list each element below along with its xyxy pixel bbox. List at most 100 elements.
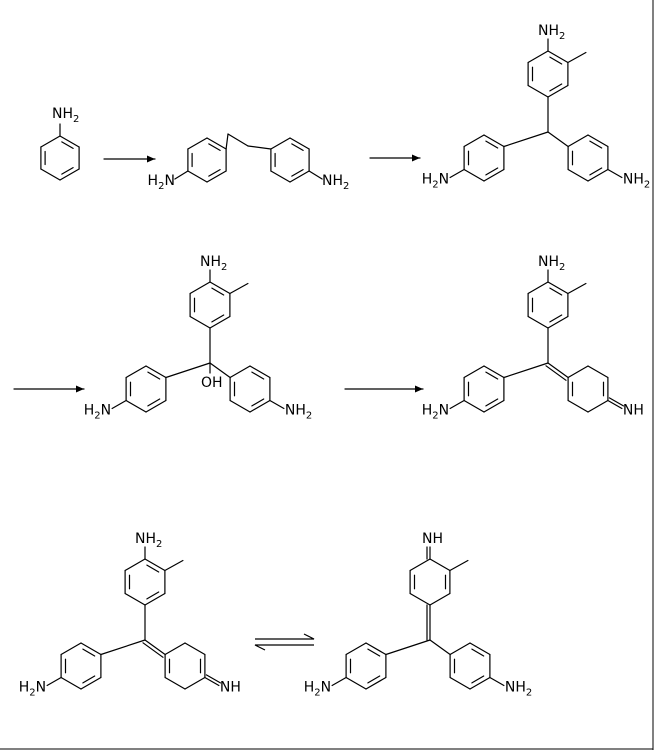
bond-line-111 bbox=[549, 287, 563, 296]
bond-line-81 bbox=[189, 281, 211, 295]
bond-line-31 bbox=[247, 145, 272, 150]
bond-line-24 bbox=[291, 169, 304, 177]
bond-line-132 bbox=[567, 399, 589, 413]
amino-label-right: NH2 bbox=[505, 680, 532, 699]
bond-line-21 bbox=[291, 143, 304, 151]
bond-line-184 bbox=[409, 592, 431, 606]
bond-line-150 bbox=[124, 592, 146, 606]
bond-line-115 bbox=[527, 315, 549, 329]
bond-line-32 bbox=[174, 170, 189, 180]
bond-line-19 bbox=[187, 137, 208, 150]
bond-line-71 bbox=[165, 362, 211, 379]
bond-line-174 bbox=[204, 676, 220, 687]
bond-line-113 bbox=[547, 315, 569, 329]
bond-line-23 bbox=[289, 170, 310, 183]
bond-line-20 bbox=[289, 137, 310, 150]
bond-line-99 bbox=[229, 365, 251, 379]
bond-line-82 bbox=[145, 365, 167, 379]
bond-line-60 bbox=[589, 167, 603, 176]
bond-line-77 bbox=[211, 314, 225, 323]
bond-line-0 bbox=[59, 135, 80, 148]
bond-line-142 bbox=[100, 639, 146, 656]
bond-line-107 bbox=[503, 362, 549, 379]
amino-label-left: H2N bbox=[19, 680, 46, 699]
reaction-arrow-3 bbox=[76, 385, 84, 393]
bond-line-52 bbox=[463, 168, 485, 182]
bond-line-48 bbox=[485, 140, 499, 149]
bond-line-146 bbox=[146, 564, 160, 573]
bond-line-148 bbox=[144, 592, 166, 606]
bond-line-178 bbox=[429, 639, 451, 656]
bond-line-193 bbox=[345, 676, 367, 690]
bond-line-138 bbox=[449, 399, 465, 410]
bond-line-74 bbox=[211, 287, 225, 296]
bond-line-149 bbox=[146, 591, 160, 600]
amino-label-left: H2N bbox=[84, 403, 111, 422]
bond-line-28 bbox=[270, 137, 291, 150]
bond-line-192 bbox=[367, 675, 381, 684]
bond-line-118 bbox=[527, 281, 549, 295]
bond-line-205 bbox=[449, 642, 471, 656]
bond-line-73 bbox=[209, 281, 231, 295]
bond-line-167 bbox=[164, 676, 186, 690]
bond-line-94 bbox=[249, 399, 271, 413]
bond-line-159 bbox=[60, 676, 82, 690]
bond-line-56 bbox=[587, 134, 609, 148]
bond-line-102 bbox=[111, 399, 127, 410]
bond-line-8 bbox=[40, 135, 61, 148]
bond-line-188 bbox=[365, 642, 387, 656]
bond-line-33 bbox=[308, 170, 323, 180]
bond-line-145 bbox=[144, 558, 166, 572]
bond-line-175 bbox=[205, 674, 221, 684]
bond-line-108 bbox=[547, 362, 569, 379]
bond-line-200 bbox=[469, 676, 491, 690]
amino-label-left: H2N bbox=[304, 680, 331, 699]
reaction-arrows bbox=[76, 154, 423, 651]
bond-line-109 bbox=[545, 365, 567, 381]
bond-line-47 bbox=[483, 134, 505, 148]
bond-line-196 bbox=[345, 642, 367, 656]
bond-line-11 bbox=[206, 137, 227, 150]
bond-line-46 bbox=[527, 50, 549, 64]
bond-line-140 bbox=[608, 397, 625, 407]
bond-line-158 bbox=[82, 675, 96, 684]
amino-label-left: H2N bbox=[422, 172, 449, 191]
bond-line-43 bbox=[527, 84, 549, 98]
bond-line-92 bbox=[251, 371, 265, 380]
bond-line-5 bbox=[40, 168, 61, 181]
bond-line-100 bbox=[229, 282, 249, 295]
amino-label-top: NH2 bbox=[538, 254, 565, 273]
bond-line-139 bbox=[607, 399, 623, 410]
amino-label-top: NH2 bbox=[135, 531, 162, 550]
bond-line-163 bbox=[184, 642, 206, 656]
bond-line-61 bbox=[567, 168, 589, 182]
bond-line-162 bbox=[60, 642, 82, 656]
bond-line-51 bbox=[485, 167, 499, 176]
bond-line-64 bbox=[567, 134, 589, 148]
bond-line-50 bbox=[483, 168, 505, 182]
bond-line-173 bbox=[46, 676, 62, 687]
bond-line-183 bbox=[429, 592, 451, 606]
amino-label-top: NH2 bbox=[538, 23, 565, 42]
bond-line-1 bbox=[61, 141, 74, 149]
bond-line-197 bbox=[469, 642, 491, 656]
bond-line-202 bbox=[449, 676, 471, 690]
bond-line-29 bbox=[225, 133, 229, 150]
bond-line-171 bbox=[164, 559, 184, 572]
bond-line-180 bbox=[429, 558, 451, 572]
bond-line-177 bbox=[385, 639, 431, 656]
bond-line-189 bbox=[367, 648, 381, 657]
bond-lines bbox=[13, 38, 625, 690]
reaction-arrow-2 bbox=[412, 154, 420, 162]
bond-line-201 bbox=[471, 675, 485, 684]
bond-line-68 bbox=[607, 168, 623, 179]
bond-line-85 bbox=[145, 399, 167, 413]
bond-line-122 bbox=[483, 399, 505, 413]
bond-line-187 bbox=[409, 558, 431, 572]
bond-line-87 bbox=[125, 399, 147, 413]
bond-line-59 bbox=[587, 168, 609, 182]
bond-line-3 bbox=[59, 168, 80, 181]
imino-label: NH bbox=[220, 680, 241, 696]
